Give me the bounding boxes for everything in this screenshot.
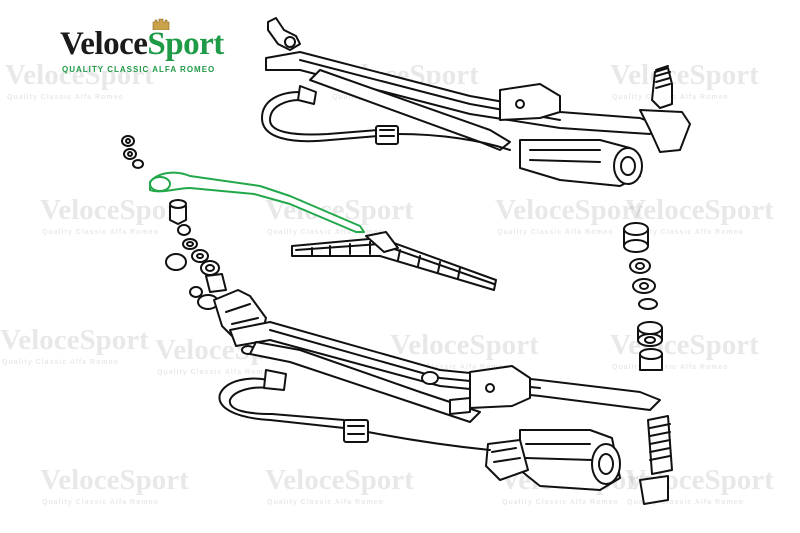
castle-crest-icon [152,18,170,30]
brand-tagline: Quality Classic Alfa Romeo [62,65,216,74]
upper-wiper-linkage [261,17,691,187]
brand-name: VeloceSport [60,26,224,62]
lower-wiper-linkage [213,289,673,505]
left-spindle-parts [121,135,227,310]
wiper-arm-highlighted [149,171,365,233]
right-spindle-parts [623,222,663,371]
wiper-blade [291,231,497,291]
brand-logo: VeloceSport Quality Classic Alfa Romeo [60,18,240,78]
